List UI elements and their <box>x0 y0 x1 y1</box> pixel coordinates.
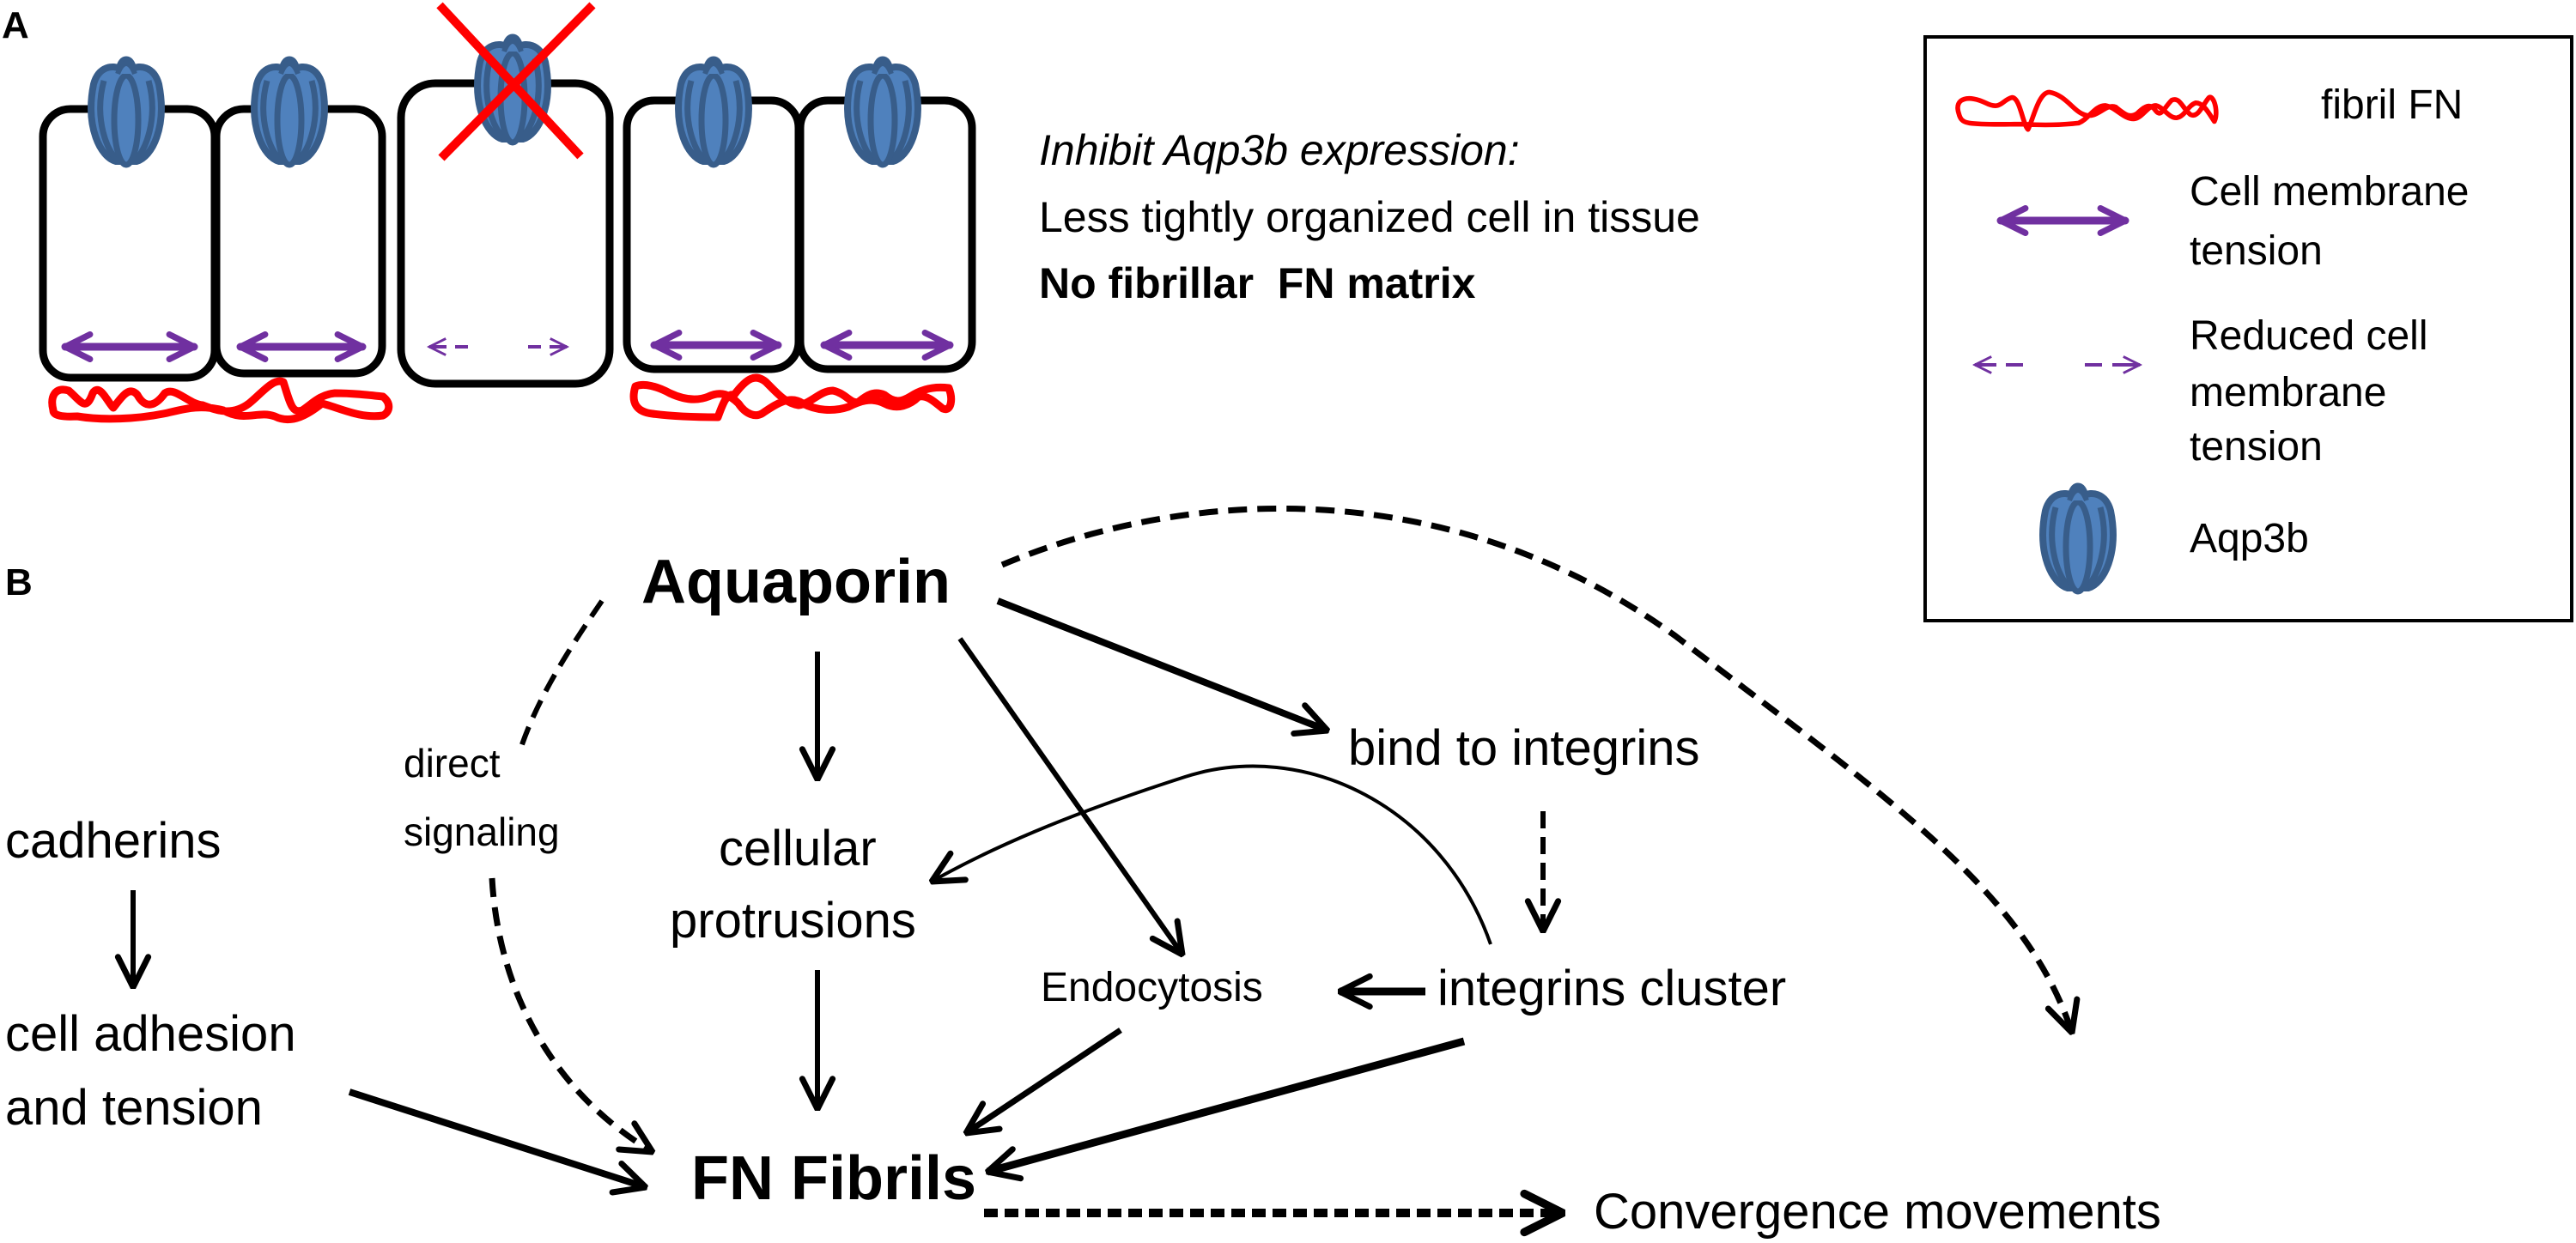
fibril-icon <box>1955 89 2219 132</box>
node-cadherins: cadherins <box>5 813 221 869</box>
edges <box>133 505 2072 1213</box>
node-aquaporin: Aquaporin <box>641 548 951 616</box>
edge-aquaporin-bind-integrins <box>996 597 1327 731</box>
edge-aquaporin-direct-signaling <box>517 599 605 753</box>
knockout-x-icon <box>436 2 596 161</box>
edge-integrins-cluster-fn-fibrils <box>987 1037 1466 1172</box>
node-cellular-protrusions: cellular protrusions <box>670 821 916 949</box>
legend-label: membrane <box>2190 370 2386 415</box>
fn-fibril-left <box>48 377 393 424</box>
description-heading: Inhibit Aqp3b expression: <box>1039 126 1520 174</box>
edge-direct-signaling-fn-fibrils <box>489 877 653 1152</box>
legend-label: Cell membrane <box>2190 169 2469 215</box>
inhibition-description: Inhibit Aqp3b expression: Less tightly o… <box>1039 126 1700 307</box>
aquaporin-protein-icon <box>678 60 749 166</box>
aquaporin-protein-icon <box>91 60 161 166</box>
node-cell-adhesion: cell adhesion and tension <box>5 1006 296 1136</box>
node-bind-integrins: bind to integrins <box>1348 720 1699 776</box>
node-endocytosis: Endocytosis <box>1041 965 1263 1010</box>
node-integrins-cluster: integrins cluster <box>1437 961 1786 1016</box>
fn-fibril-right <box>629 373 956 421</box>
panel-b: B <box>5 505 2161 1240</box>
panel-a-label: A <box>2 4 29 46</box>
edge-aquaporin-endocytosis <box>957 637 1182 955</box>
legend-label: tension <box>2190 228 2323 274</box>
legend-item-reduced-tension: Reduced cell membrane tension <box>1975 313 2428 470</box>
description-line-3: No fibrillar FN matrix <box>1039 259 1476 307</box>
node-label-line: protrusions <box>670 893 916 949</box>
node-label-line: signaling <box>404 809 560 854</box>
node-label-line: cellular <box>719 821 877 876</box>
panel-a: A <box>2 2 1700 424</box>
node-label-line: and tension <box>5 1080 263 1136</box>
node-direct-signaling: direct signaling <box>404 741 560 854</box>
node-convergence-movements: Convergence movements <box>1594 1184 2161 1240</box>
legend-item-aqp3b: Aqp3b <box>2043 487 2309 592</box>
node-label-line: cell adhesion <box>5 1006 296 1062</box>
cell-3-knockout <box>397 2 614 388</box>
description-line-2: Less tightly organized cell in tissue <box>1039 193 1700 241</box>
edge-cell-adhesion-fn-fibrils <box>348 1088 646 1187</box>
edge-integrins-cluster-protrusions <box>932 764 1492 945</box>
legend-label: tension <box>2190 424 2323 470</box>
cell-1 <box>39 60 219 382</box>
legend-label: fibril FN <box>2321 82 2463 128</box>
panel-b-label: B <box>5 561 33 603</box>
edge-endocytosis-fn-fibrils <box>966 1028 1122 1133</box>
node-fn-fibrils: FN Fibrils <box>691 1144 976 1213</box>
node-label-line: direct <box>404 741 501 785</box>
edge-aquaporin-convergence <box>1000 505 2072 1033</box>
legend-label: Reduced cell <box>2190 313 2428 359</box>
aquaporin-protein-icon <box>848 60 918 166</box>
legend-label: Aqp3b <box>2190 516 2309 561</box>
aquaporin-protein-icon <box>2043 487 2113 592</box>
legend-box <box>1923 35 2573 622</box>
legend: fibril FN Cell membrane tension Reduced … <box>1923 35 2573 622</box>
cell-2 <box>212 60 386 378</box>
cell-4 <box>623 60 803 373</box>
legend-item-fibril: fibril FN <box>1955 82 2463 132</box>
legend-item-membrane-tension: Cell membrane tension <box>1996 169 2469 274</box>
cell-5 <box>796 60 976 373</box>
aquaporin-protein-icon <box>254 60 325 166</box>
